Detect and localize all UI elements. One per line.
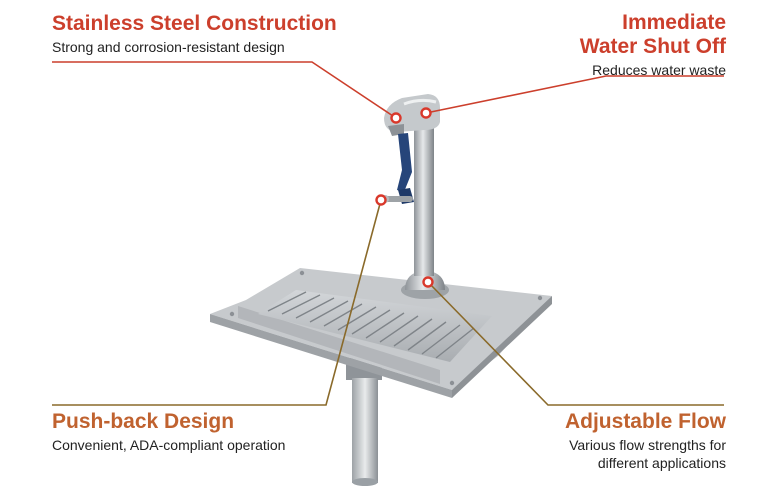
callout-title: Adjustable Flow <box>564 410 726 433</box>
callout-title-line-1: Immediate <box>622 11 726 34</box>
push-lever <box>381 133 414 204</box>
faucet-column <box>401 124 449 299</box>
callout-description-line-1: Various flow strengths for <box>569 437 726 453</box>
callout-description: Strong and corrosion-resistant design <box>52 39 285 55</box>
callout-markers <box>375 107 434 288</box>
tray-grate <box>267 291 475 359</box>
callout-title: Push-back Design <box>52 410 235 433</box>
marker-pushback <box>375 194 387 206</box>
callout-adjustable-flow: Adjustable Flow Various flow strengths f… <box>446 410 726 472</box>
marker-flow <box>422 276 434 288</box>
leader-lines <box>52 61 724 406</box>
callout-description-line-2: different applications <box>597 455 726 471</box>
drain-pipe <box>346 358 382 486</box>
callout-title-line-2: Water Shut Off <box>579 35 726 58</box>
callout-description: Convenient, ADA-compliant operation <box>52 437 286 453</box>
tray-screws <box>229 270 543 386</box>
callout-title: Stainless Steel Construction <box>52 12 337 35</box>
callout-description: Reduces water waste <box>592 62 726 78</box>
marker-stainless <box>390 112 402 124</box>
callout-push-back: Push-back Design Convenient, ADA-complia… <box>52 410 392 454</box>
callout-stainless-steel: Stainless Steel Construction Strong and … <box>52 12 382 56</box>
callout-water-shut-off: Immediate Water Shut Off Reduces water w… <box>466 11 726 79</box>
marker-shutoff <box>420 107 432 119</box>
